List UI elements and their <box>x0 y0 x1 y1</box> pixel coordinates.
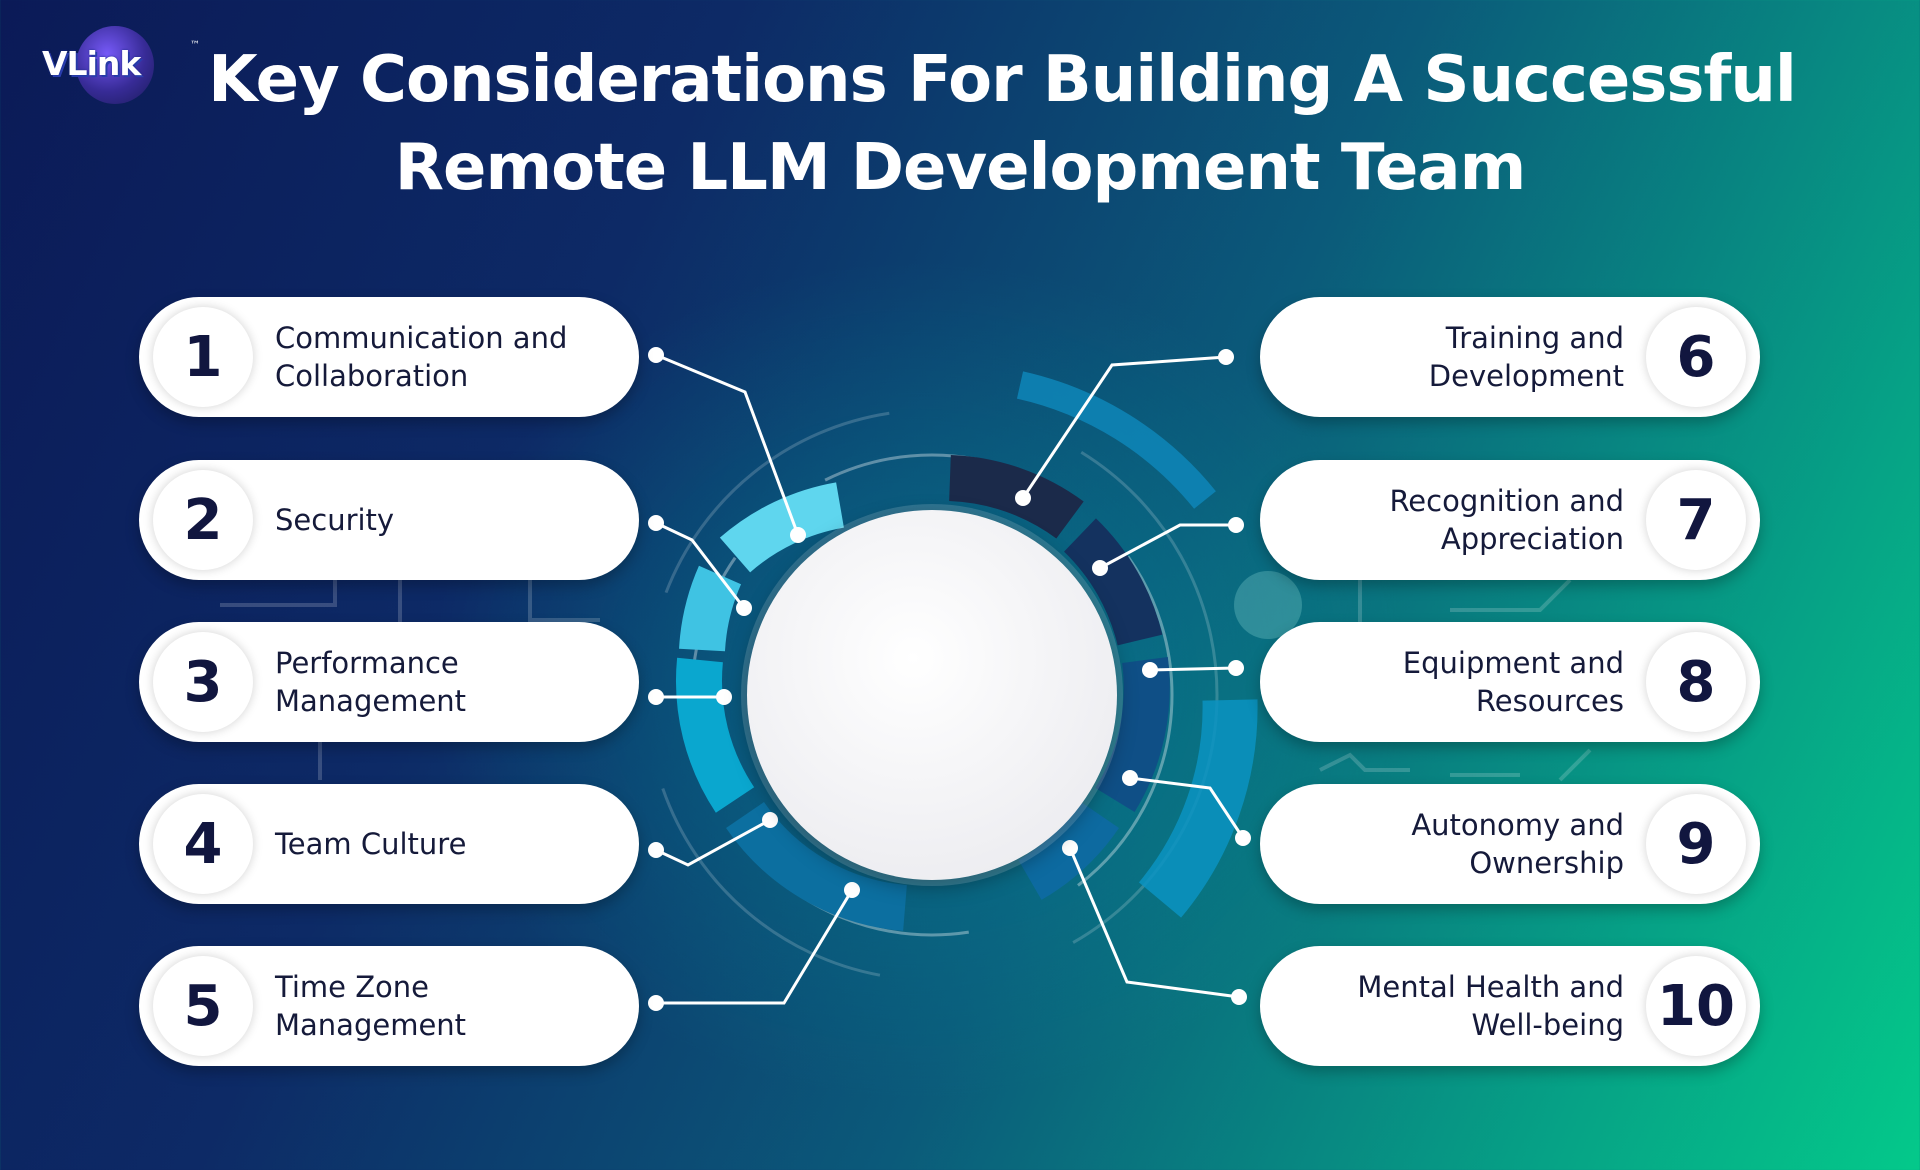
vlink-logo: VLink ™ <box>38 22 200 112</box>
item-number: 9 <box>1646 794 1746 894</box>
connector-lines <box>655 353 1245 1005</box>
consideration-item-9: 9 Autonomy and Ownership <box>1260 784 1760 904</box>
item-number: 5 <box>153 956 253 1056</box>
item-number: 7 <box>1646 470 1746 570</box>
consideration-item-4: 4 Team Culture <box>139 784 639 904</box>
logo-text: VLink <box>42 44 141 83</box>
center-circle <box>747 510 1117 880</box>
item-label: Mental Health and Well-being <box>1357 970 1624 1042</box>
item-label: Time Zone Management <box>275 970 467 1042</box>
connector-dots <box>648 347 1251 1011</box>
item-label: Security <box>275 503 395 537</box>
item-number: 6 <box>1646 307 1746 407</box>
item-number: 1 <box>153 307 253 407</box>
item-label: Communication and Collaboration <box>275 321 568 393</box>
page-title-line-2: Remote LLM Development Team <box>394 131 1527 205</box>
item-label: Team Culture <box>275 827 467 861</box>
consideration-item-10: 10 Mental Health and Well-being <box>1260 946 1760 1066</box>
item-number: 2 <box>153 470 253 570</box>
consideration-item-7: 7 Recognition and Appreciation <box>1260 460 1760 580</box>
logo-trademark: ™ <box>190 40 200 51</box>
consideration-item-3: 3 Performance Management <box>139 622 639 742</box>
consideration-item-2: 2 Security <box>139 460 639 580</box>
consideration-item-8: 8 Equipment and Resources <box>1260 622 1760 742</box>
item-label: Autonomy and Ownership <box>1411 808 1624 880</box>
globe-icon <box>76 26 154 104</box>
item-label: Performance Management <box>275 646 467 718</box>
item-label: Recognition and Appreciation <box>1389 484 1624 556</box>
item-label: Training and Development <box>1428 321 1624 393</box>
gear-shape <box>1234 571 1302 639</box>
item-number: 8 <box>1646 632 1746 732</box>
consideration-item-6: 6 Training and Development <box>1260 297 1760 417</box>
item-label: Equipment and Resources <box>1402 646 1624 718</box>
consideration-item-1: 1 Communication and Collaboration <box>139 297 639 417</box>
consideration-item-5: 5 Time Zone Management <box>139 946 639 1066</box>
page-title-line-1: Key Considerations For Building A Succes… <box>208 43 1797 117</box>
item-number: 3 <box>153 632 253 732</box>
item-number: 4 <box>153 794 253 894</box>
right-arcs <box>1016 371 1258 918</box>
item-number: 10 <box>1646 956 1746 1056</box>
